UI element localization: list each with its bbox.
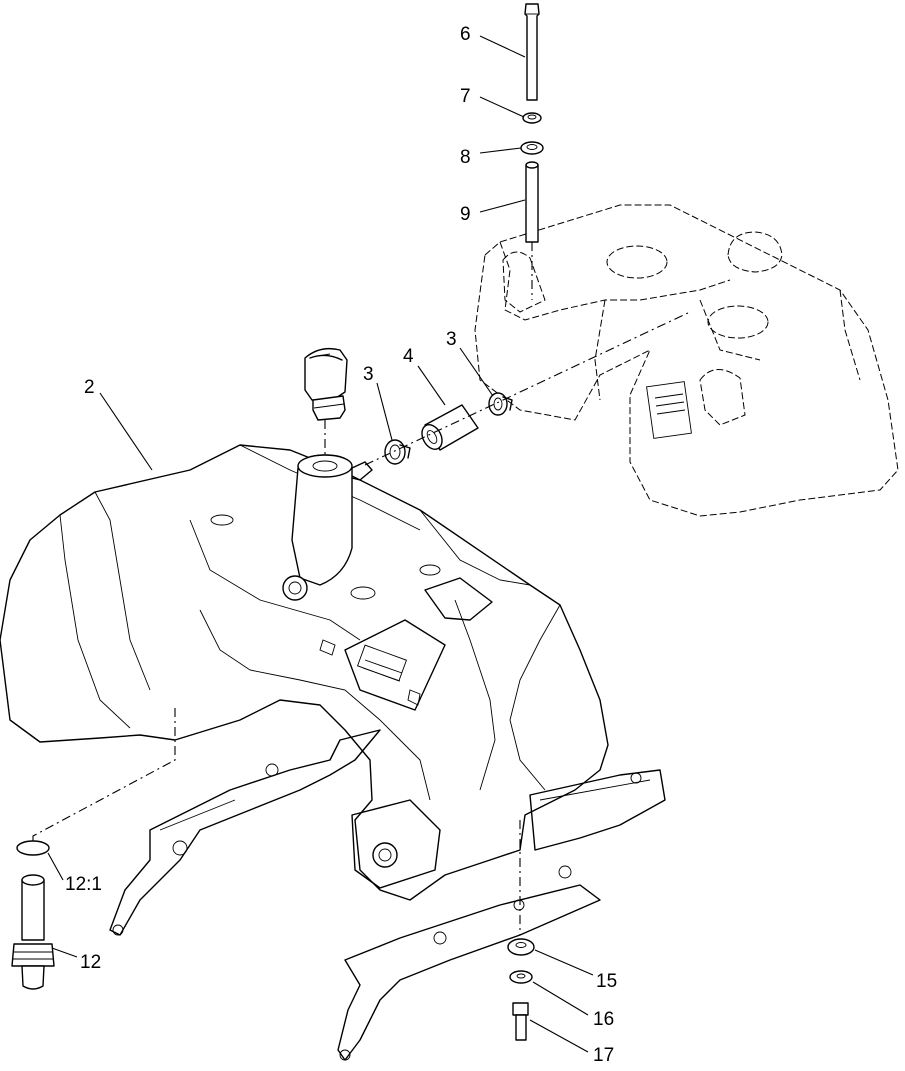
- callout-3-left: 3: [363, 364, 374, 385]
- callout-3-right: 3: [446, 329, 457, 350]
- bolt-17: [512, 1002, 529, 1041]
- washer-8: [520, 141, 544, 155]
- callout-12-1: 12:1: [65, 874, 102, 895]
- fuel-sender-12: [11, 874, 55, 990]
- main-fuel-tank: [0, 444, 609, 901]
- o-ring-12-1: [16, 840, 50, 856]
- callout-15: 15: [596, 971, 617, 992]
- hose-centerline: [364, 311, 691, 466]
- callout-17: 17: [593, 1045, 614, 1066]
- callout-4: 4: [403, 346, 414, 367]
- callout-8: 8: [460, 147, 471, 168]
- callout-2: 2: [84, 377, 95, 398]
- frame-brackets: [109, 729, 666, 1061]
- callout-12: 12: [80, 952, 101, 973]
- bushing-15: [507, 938, 535, 956]
- leader-lines: [47, 35, 594, 1053]
- phantom-right-tank: [474, 204, 899, 517]
- callout-9: 9: [460, 204, 471, 225]
- washer-16: [509, 970, 533, 984]
- sender-centerline: [32, 708, 176, 841]
- callout-16: 16: [593, 1009, 614, 1030]
- spacer-9: [525, 161, 539, 243]
- washer-7: [522, 112, 542, 124]
- hose-clamp-right: [488, 392, 513, 416]
- callout-7: 7: [460, 86, 471, 107]
- bolt-6: [524, 3, 540, 101]
- hose-clamp-left: [384, 439, 411, 465]
- fuel-hose: [421, 404, 479, 451]
- fuel-cap: [304, 347, 348, 421]
- callout-6: 6: [460, 24, 471, 45]
